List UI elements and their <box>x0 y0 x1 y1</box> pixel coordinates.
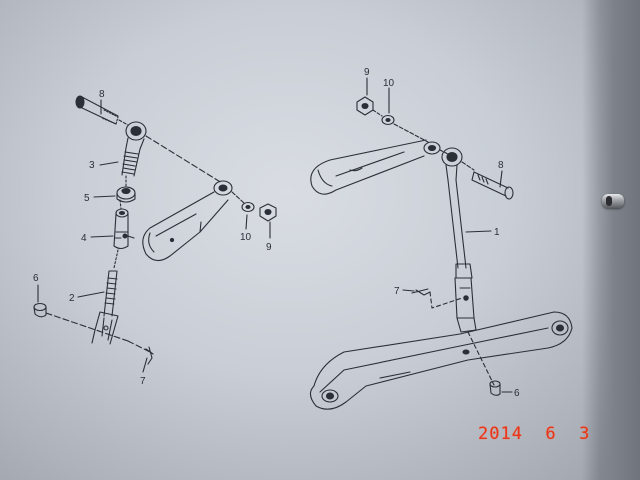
camera-date-stamp: 2014 6 3 <box>478 424 591 444</box>
lift-arm-left <box>142 180 233 262</box>
callout-8-left: 8 <box>99 89 105 100</box>
pin-6-right <box>489 380 501 396</box>
lower-link <box>309 311 573 410</box>
callout-4: 4 <box>81 233 87 244</box>
callout-6-right: 6 <box>514 388 520 399</box>
pin-6-left <box>33 302 47 318</box>
nut-9-left <box>259 203 277 222</box>
lift-arm-right <box>310 139 441 195</box>
lift-rod-1 <box>447 179 477 333</box>
washer-10-left <box>241 201 255 213</box>
bolt-8-left <box>75 95 119 125</box>
callout-10-right: 10 <box>383 78 395 89</box>
rod-end-3 <box>121 121 147 177</box>
cotter-pin-7-left <box>145 346 154 365</box>
callout-10-left: 10 <box>240 232 252 243</box>
callout-7-right: 7 <box>394 286 400 297</box>
cotter-pin-7-right <box>411 288 431 296</box>
callout-6-left: 6 <box>33 273 39 284</box>
callout-2: 2 <box>69 293 75 304</box>
callout-7-left: 7 <box>140 376 146 387</box>
page-binding-edge <box>582 0 640 480</box>
nut-5 <box>116 186 136 203</box>
callout-9-left: 9 <box>266 242 272 253</box>
washer-10-right <box>381 114 395 126</box>
callout-3: 3 <box>89 160 95 171</box>
sleeve-4 <box>113 208 135 250</box>
callout-9-right: 9 <box>364 67 370 78</box>
callout-labels: 8 3 5 4 6 2 7 10 9 9 10 8 1 7 6 <box>33 67 520 399</box>
threaded-rod-2 <box>91 270 119 345</box>
callout-1: 1 <box>494 227 500 238</box>
bolt-8-right <box>471 171 514 200</box>
nut-9-right <box>356 96 374 116</box>
binding-screw-slot <box>606 196 612 206</box>
callout-8-right: 8 <box>498 160 504 171</box>
rod-end-1 <box>441 147 463 181</box>
callout-5: 5 <box>84 193 90 204</box>
